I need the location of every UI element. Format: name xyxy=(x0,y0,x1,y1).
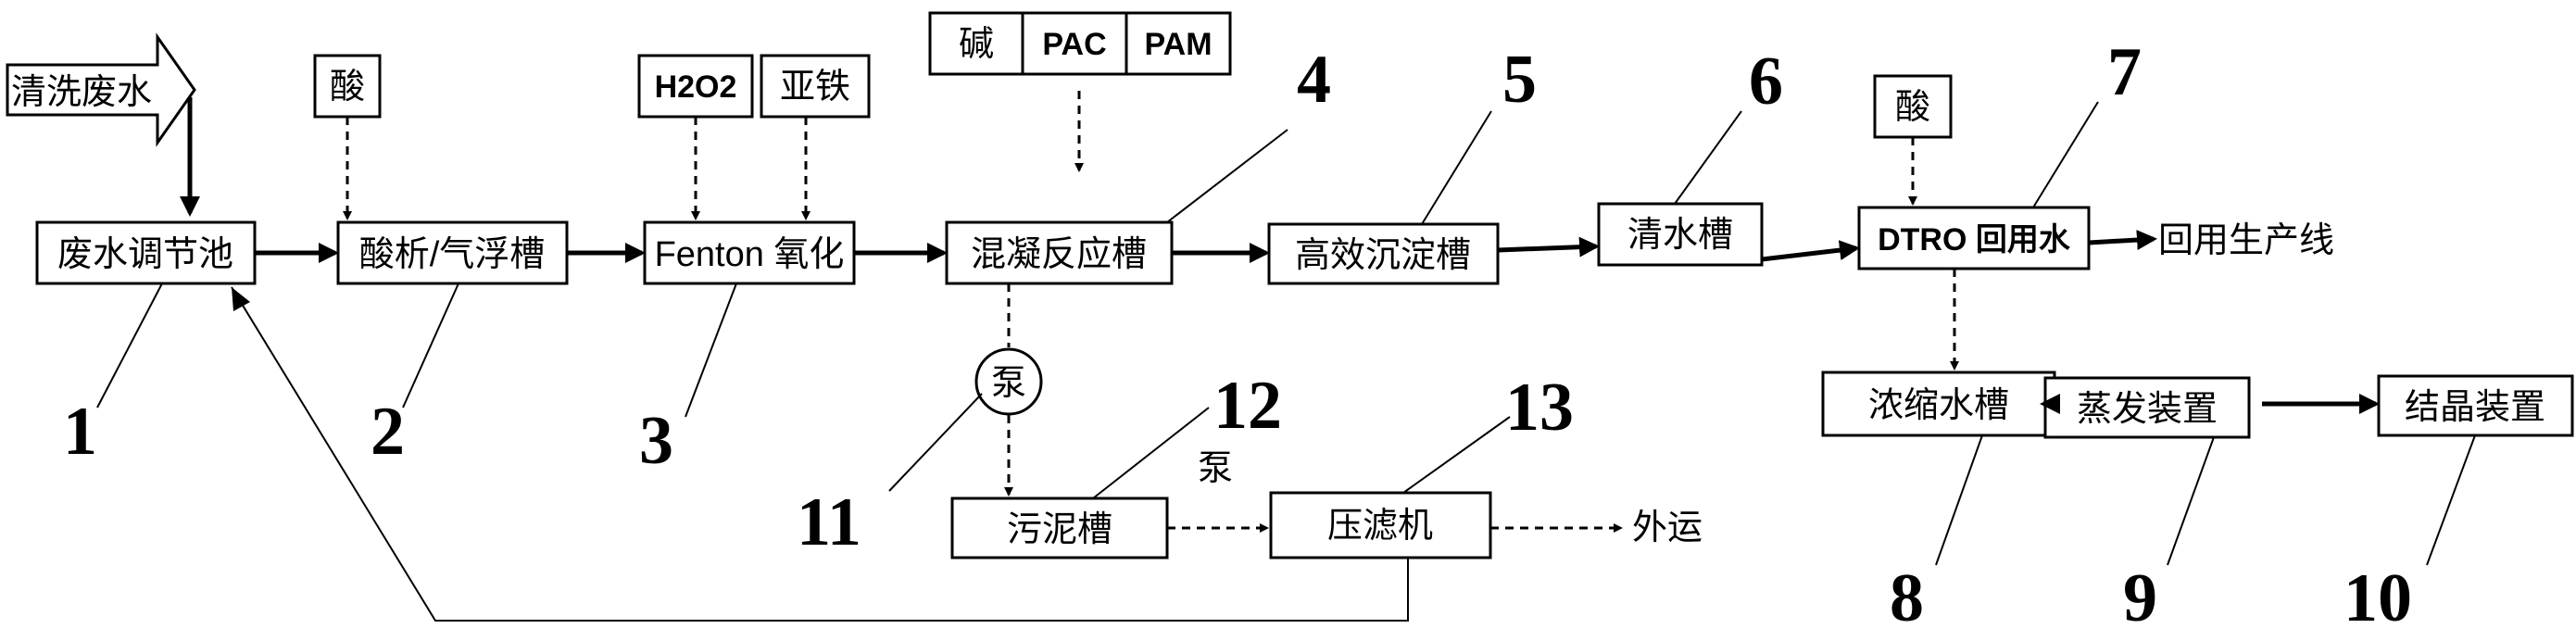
callout-13: 13 xyxy=(1505,370,1574,446)
node-2-label: 酸析/气浮槽 xyxy=(359,235,546,274)
callout-11: 11 xyxy=(797,484,861,560)
node-3: Fenton 氧化 xyxy=(643,220,856,285)
callout-8: 8 xyxy=(1890,560,1924,636)
callout-2: 2 xyxy=(371,394,405,470)
callout-7: 7 xyxy=(2107,34,2142,110)
node-4: 混凝反应槽 xyxy=(945,220,1174,285)
node-6: 清水槽 xyxy=(1597,202,1764,267)
callout-leaders xyxy=(96,101,2476,566)
return-line xyxy=(231,286,1409,622)
node-8: 浓缩水槽 xyxy=(1821,371,2056,437)
flow-5-6 xyxy=(1497,236,1600,258)
callout-6: 6 xyxy=(1749,44,1783,119)
node-10-label: 结晶装置 xyxy=(2405,388,2545,427)
node-5-label: 高效沉淀槽 xyxy=(1295,236,1471,275)
return-arrowhead xyxy=(232,287,250,311)
reagent-acid-1-label: 酸 xyxy=(330,68,365,107)
node-2: 酸析/气浮槽 xyxy=(336,220,569,285)
reagent-acid-1: 酸 xyxy=(313,54,382,119)
node-6-label: 清水槽 xyxy=(1627,216,1733,255)
node-13: 压滤机 xyxy=(1269,491,1492,559)
node-12: 污泥槽 xyxy=(950,496,1169,559)
reagent-alkali-label: 碱 xyxy=(959,25,994,64)
node-9-label: 蒸发装置 xyxy=(2077,390,2218,429)
node-7: DTRO 回用水 xyxy=(1857,206,2091,270)
node-12-label: 污泥槽 xyxy=(1007,510,1112,549)
sludge-output-label: 外运 xyxy=(1632,509,1703,547)
reagent-pac-label: PAC xyxy=(1042,27,1106,62)
callout-12: 12 xyxy=(1213,368,1282,444)
reagent-acid-2-label: 酸 xyxy=(1895,88,1930,127)
reagent-acid-2: 酸 xyxy=(1873,74,1953,139)
node-11-pump: 泵 xyxy=(974,347,1043,416)
node-4-label: 混凝反应槽 xyxy=(971,235,1147,274)
pump-text: 泵 xyxy=(1198,449,1233,488)
node-1-label: 废水调节池 xyxy=(57,235,233,274)
node-1: 废水调节池 xyxy=(35,220,257,285)
reagent-h2o2-label: H2O2 xyxy=(655,69,737,105)
reagent-pam-label: PAM xyxy=(1144,27,1212,62)
flow-7-reuse xyxy=(2088,230,2157,251)
source-arrow: 清洗废水 xyxy=(6,32,196,147)
node-11-label: 泵 xyxy=(991,364,1026,403)
callout-4: 4 xyxy=(1297,42,1331,118)
callout-9: 9 xyxy=(2123,560,2157,636)
node-3-label: Fenton 氧化 xyxy=(655,235,845,274)
node-5: 高效沉淀槽 xyxy=(1267,222,1500,285)
source-label: 清洗废水 xyxy=(11,73,152,112)
node-8-label: 浓缩水槽 xyxy=(1868,386,2009,425)
flow-6-7 xyxy=(1761,240,1860,262)
callout-10: 10 xyxy=(2344,560,2412,636)
callout-3: 3 xyxy=(639,403,673,479)
reagent-group-coagulants: 碱 PAC PAM xyxy=(928,11,1232,76)
node-7-label: DTRO 回用水 xyxy=(1878,222,2071,258)
reagent-ferrous: 亚铁 xyxy=(760,54,871,119)
node-13-label: 压滤机 xyxy=(1327,507,1433,546)
reagent-h2o2: H2O2 xyxy=(637,54,754,119)
callout-1: 1 xyxy=(63,394,97,470)
node-9: 蒸发装置 xyxy=(2043,376,2251,439)
node-10: 结晶装置 xyxy=(2377,374,2574,437)
reagent-ferrous-label: 亚铁 xyxy=(780,68,850,107)
reuse-output-label: 回用生产线 xyxy=(2158,221,2334,260)
callout-5: 5 xyxy=(1502,42,1537,118)
